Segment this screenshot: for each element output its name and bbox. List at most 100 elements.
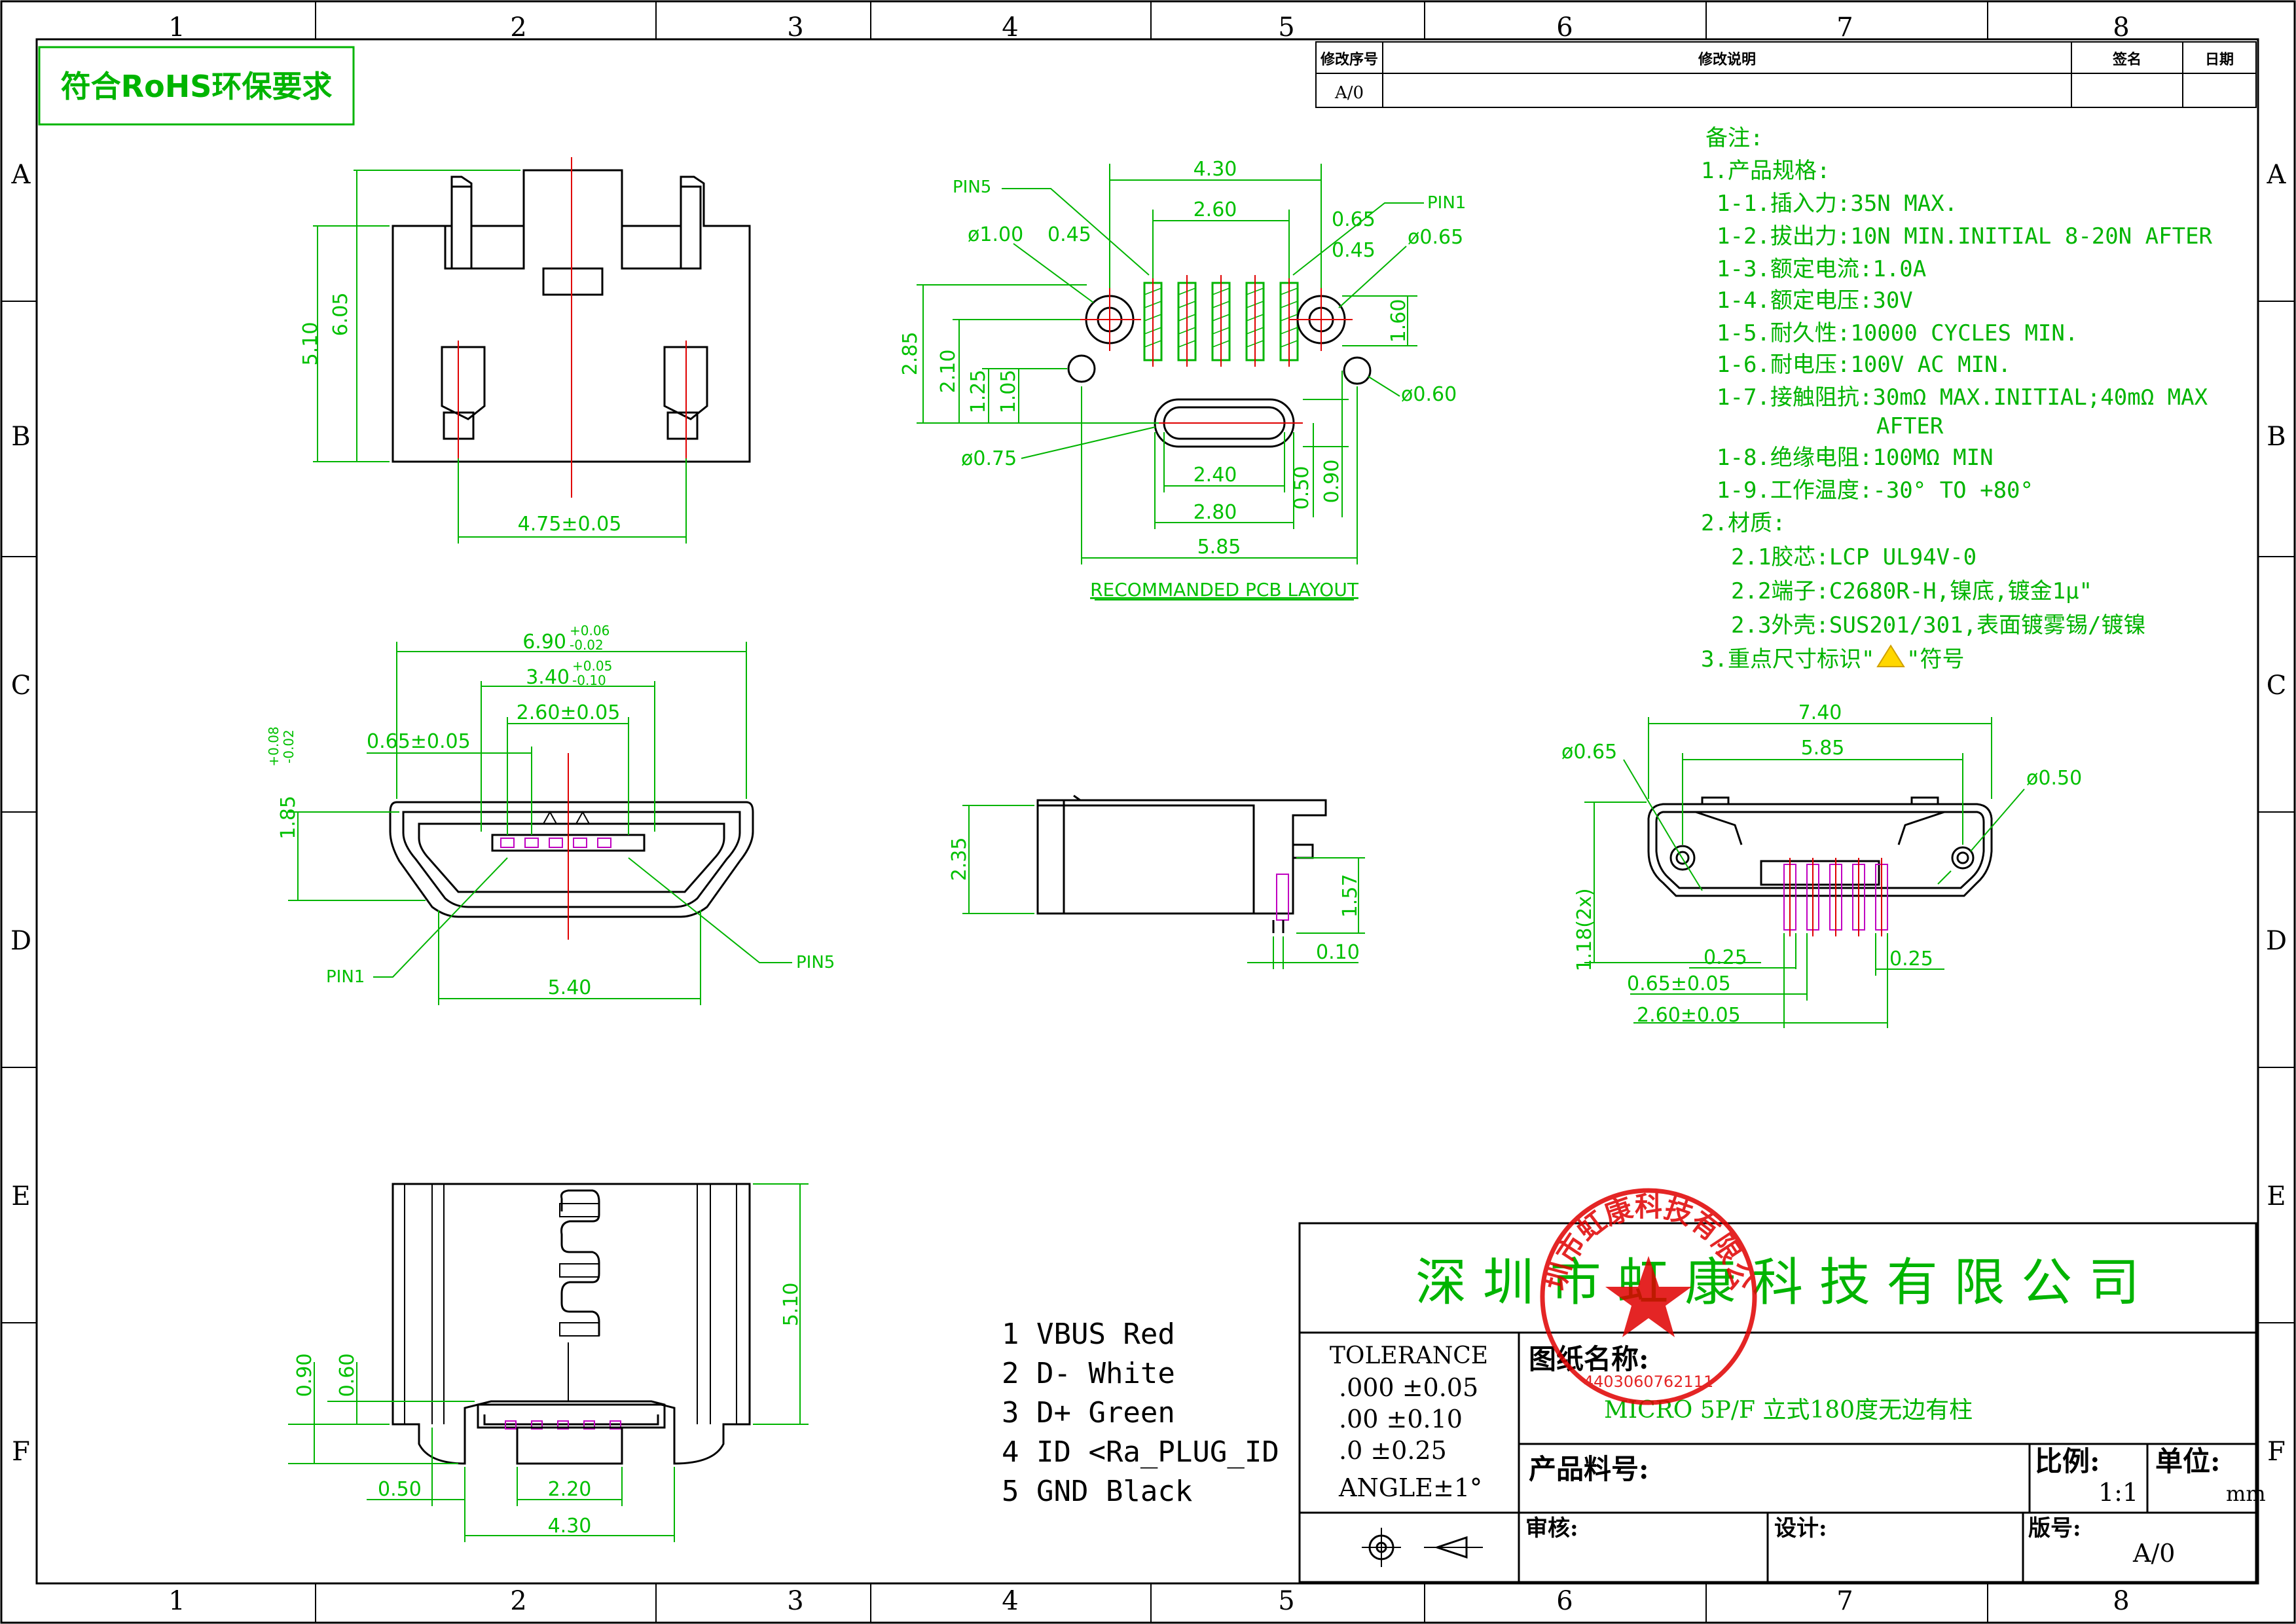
zone-row-d-right: D bbox=[2266, 926, 2287, 956]
tolerance-line-3: .0 ±0.25 bbox=[1339, 1436, 1447, 1465]
spec-1-4: 1-4.额定电压:30V bbox=[1717, 287, 1913, 314]
front-dim-065: 0.65±0.05 bbox=[367, 730, 471, 753]
pcb-dim-065: 0.65 bbox=[1332, 208, 1376, 231]
zone-row-e: E bbox=[11, 1181, 30, 1211]
front-dim-690: 6.90 bbox=[522, 631, 566, 654]
zone-col-7: 7 bbox=[1836, 12, 1853, 43]
zone-row-b-right: B bbox=[2267, 422, 2286, 452]
pcb-dim-240: 2.40 bbox=[1194, 464, 1237, 487]
rev-header-date: 日期 bbox=[2205, 52, 2234, 68]
pcb-dim-d065: ø0.65 bbox=[1408, 226, 1463, 249]
rev-row-no: A/0 bbox=[1334, 83, 1364, 103]
zone-row-f: F bbox=[12, 1437, 30, 1467]
zone-col-1-bottom: 1 bbox=[168, 1586, 185, 1616]
pcb-pin5-label: PIN5 bbox=[953, 177, 991, 197]
tolerance-line-1: .000 ±0.05 bbox=[1339, 1373, 1478, 1402]
pcb-dim-d100: ø1.00 bbox=[968, 223, 1023, 246]
notes-block: 备注: 1.产品规格: 1-1.插入力:35N MAX. 1-2.拔出力:10N… bbox=[1701, 125, 2213, 673]
zone-col-7-bottom: 7 bbox=[1836, 1586, 1853, 1616]
dim-top-510: 5.10 bbox=[299, 322, 322, 366]
spec-1-3: 1-3.额定电流:1.0A bbox=[1717, 256, 1926, 282]
lower-dim-220: 2.20 bbox=[548, 1478, 592, 1501]
pinout-4: 4 ID <Ra_PLUG_ID bbox=[1002, 1435, 1279, 1469]
pcb-dim-105: 1.05 bbox=[997, 370, 1020, 414]
pcb-layout-label: RECOMMANDED PCB LAYOUT bbox=[1090, 579, 1359, 600]
zone-col-3-bottom: 3 bbox=[787, 1586, 803, 1616]
front-dim-185-plus: +0.08 bbox=[266, 726, 282, 766]
bottom-dim-025b: 0.25 bbox=[1889, 948, 1933, 970]
unit-label: 单位: bbox=[2155, 1445, 2221, 1477]
lower-dim-430: 4.30 bbox=[548, 1515, 592, 1538]
pcb-layout-view: 4.30 2.60 PIN5 PIN1 ø1.00 0.45 0.65 ø0.6… bbox=[899, 158, 1466, 600]
zone-col-2: 2 bbox=[510, 12, 526, 43]
zone-columns-bottom: 1 2 3 4 5 6 7 8 bbox=[168, 1583, 2130, 1623]
notes-section1: 1.产品规格: bbox=[1701, 158, 1830, 184]
projection-symbol-icon bbox=[1362, 1528, 1483, 1567]
front-pin1-label: PIN1 bbox=[326, 967, 365, 987]
scale-value: 1:1 bbox=[2098, 1478, 2138, 1507]
zone-col-8: 8 bbox=[2113, 12, 2129, 43]
front-dim-340-minus: -0.10 bbox=[572, 673, 606, 688]
spec-1-1: 1-1.插入力:35N MAX. bbox=[1717, 191, 1958, 217]
notes-heading: 备注: bbox=[1705, 125, 1763, 151]
pinout-2: 2 D- White bbox=[1002, 1357, 1175, 1390]
revision-table: 修改序号 修改说明 签名 日期 A/0 bbox=[1315, 41, 2257, 108]
zone-col-4: 4 bbox=[1002, 12, 1018, 43]
pcb-dim-585: 5.85 bbox=[1197, 536, 1241, 559]
spec-1-7: 1-7.接触阻抗:30mΩ MAX.INITIAL;40mΩ MAX bbox=[1717, 384, 2208, 411]
seal-number: 4403060762111 bbox=[1584, 1373, 1714, 1391]
pcb-dim-d060: ø0.60 bbox=[1401, 383, 1457, 406]
rohs-badge: 符合RoHS环保要求 bbox=[38, 46, 355, 126]
zone-col-2-bottom: 2 bbox=[510, 1586, 526, 1616]
tolerance-line-2: .00 ±0.10 bbox=[1339, 1405, 1463, 1433]
zone-row-d: D bbox=[10, 926, 31, 956]
spec-1-6: 1-6.耐电压:100V AC MIN. bbox=[1717, 352, 2011, 378]
zone-row-a-right: A bbox=[2267, 160, 2287, 190]
side-dim-157: 1.57 bbox=[1339, 874, 1362, 918]
pcb-dim-210: 2.10 bbox=[937, 350, 960, 394]
front-pin5-label: PIN5 bbox=[796, 953, 835, 972]
spec-1-5: 1-5.耐久性:10000 CYCLES MIN. bbox=[1717, 320, 2078, 346]
zone-col-8-bottom: 8 bbox=[2113, 1586, 2129, 1616]
dim-top-475: 4.75±0.05 bbox=[518, 513, 622, 536]
zone-col-3: 3 bbox=[787, 12, 803, 43]
material-2-3: 2.3外壳:SUS201/301,表面镀雾锡/镀镍 bbox=[1731, 612, 2146, 638]
pinout-3: 3 D+ Green bbox=[1002, 1396, 1175, 1430]
front-dim-690-minus: -0.02 bbox=[570, 637, 604, 653]
pcb-pin1-label: PIN1 bbox=[1427, 193, 1466, 213]
pinout-list: 1 VBUS Red 2 D- White 3 D+ Green 4 ID <R… bbox=[1002, 1318, 1279, 1508]
pcb-dim-285: 2.85 bbox=[899, 332, 922, 376]
bottom-dim-740: 7.40 bbox=[1798, 701, 1842, 724]
zone-row-c-right: C bbox=[2267, 671, 2287, 701]
front-dim-340-plus: +0.05 bbox=[572, 658, 612, 674]
spec-1-2: 1-2.拔出力:10N MIN.INITIAL 8-20N AFTER bbox=[1717, 223, 2213, 249]
scale-label: 比例: bbox=[2035, 1445, 2100, 1477]
notes-section3-suffix: "符号 bbox=[1906, 646, 1964, 673]
zone-col-5-bottom: 5 bbox=[1278, 1586, 1294, 1616]
lower-dim-090: 0.90 bbox=[293, 1354, 316, 1397]
bottom-view: 7.40 5.85 ø0.65 ø0.50 1.18(2x) 0.25 0.25… bbox=[1561, 701, 2082, 1028]
pinout-5: 5 GND Black bbox=[1002, 1475, 1192, 1508]
bottom-dim-260: 2.60±0.05 bbox=[1637, 1004, 1741, 1027]
side-view: 2.35 1.57 0.10 bbox=[948, 794, 1365, 969]
front-dim-690-plus: +0.06 bbox=[570, 623, 610, 638]
bottom-dim-585: 5.85 bbox=[1801, 737, 1845, 760]
pinout-1: 1 VBUS Red bbox=[1002, 1318, 1175, 1351]
dim-top-605: 6.05 bbox=[329, 293, 352, 337]
lower-view: 5.10 0.90 0.60 0.50 2.20 4.30 bbox=[288, 1183, 809, 1542]
zone-col-4-bottom: 4 bbox=[1002, 1586, 1018, 1616]
bottom-dim-118: 1.18(2x) bbox=[1573, 888, 1596, 971]
rev-header-desc: 修改说明 bbox=[1698, 51, 1756, 68]
side-dim-235: 2.35 bbox=[948, 838, 971, 881]
front-dim-340: 3.40 bbox=[526, 666, 570, 689]
pcb-dim-050: 0.50 bbox=[1290, 466, 1313, 510]
tolerance-angle: ANGLE±1° bbox=[1338, 1473, 1482, 1502]
pcb-dim-280: 2.80 bbox=[1194, 501, 1237, 524]
bottom-dim-065: 0.65±0.05 bbox=[1627, 972, 1731, 995]
notes-section3-prefix: 3.重点尺寸标识" bbox=[1701, 646, 1874, 673]
seal-star-icon bbox=[1605, 1256, 1692, 1337]
